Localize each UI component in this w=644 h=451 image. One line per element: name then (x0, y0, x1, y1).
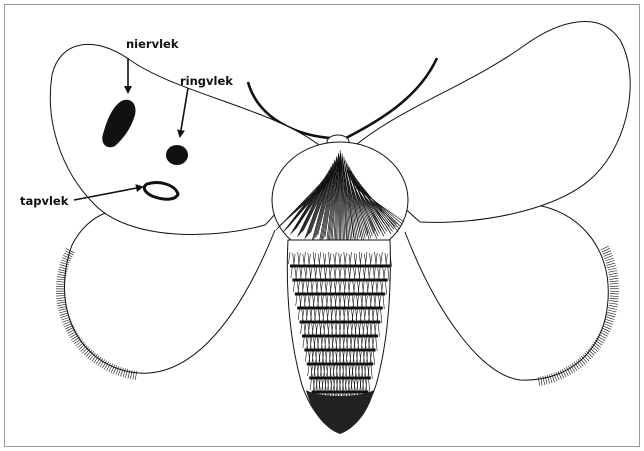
tapvlek-label: tapvlek (20, 194, 69, 208)
niervlek-label: niervlek (126, 37, 179, 51)
moth-body (272, 135, 408, 434)
ringvlek-label: ringvlek (180, 74, 233, 88)
abdomen-tip (306, 390, 374, 434)
ringvlek-spot (166, 145, 188, 165)
right-hind-wing (405, 205, 608, 380)
